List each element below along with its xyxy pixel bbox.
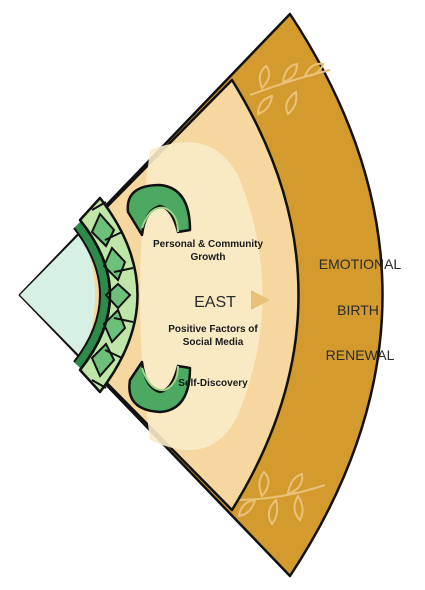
inner-item-3-line1: Self-Discovery bbox=[178, 378, 248, 389]
outer-item-birth: BIRTH bbox=[337, 302, 379, 318]
inner-item-2-line2: Social Media bbox=[183, 337, 244, 348]
inner-item-2-line1: Positive Factors of bbox=[168, 324, 258, 335]
outer-item-renewal: RENEWAL bbox=[326, 347, 395, 363]
direction-label: EAST bbox=[194, 294, 236, 311]
inner-item-1-line1: Personal & Community bbox=[153, 239, 263, 250]
inner-item-1-line2: Growth bbox=[191, 252, 226, 263]
center-area bbox=[20, 232, 95, 358]
outer-item-emotional: EMOTIONAL bbox=[319, 256, 402, 272]
